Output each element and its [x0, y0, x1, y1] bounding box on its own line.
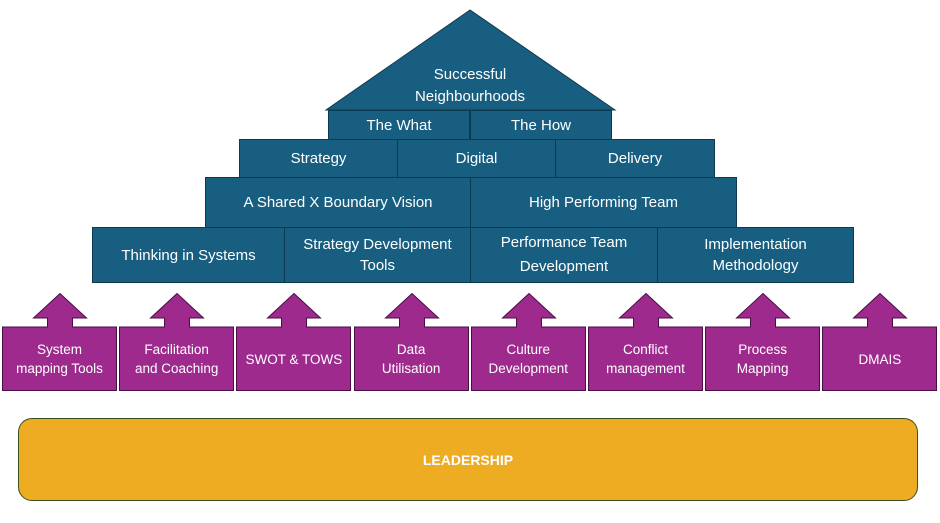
pillar-label-line2: Utilisation	[381, 361, 441, 376]
block-shared-vision: A Shared X Boundary Vision	[205, 177, 471, 228]
up-arrow-callout-icon	[705, 293, 821, 391]
up-arrow-callout-icon	[2, 293, 117, 391]
block-strategy: Strategy	[239, 139, 398, 178]
up-arrow-callout-icon	[353, 293, 469, 391]
pillar-box: System mapping Tools	[2, 293, 117, 391]
up-arrow-callout-icon	[119, 293, 235, 391]
pillar-label: DMAIS	[822, 327, 937, 391]
pillar-label-line1: Process	[738, 342, 788, 357]
block-high-performing-team: High Performing Team	[470, 177, 737, 228]
block-performance-team-development: Performance Team Development	[470, 227, 658, 283]
block-digital: Digital	[397, 139, 556, 178]
pillar-label-line2: mapping Tools	[16, 361, 103, 376]
block-label: The What	[366, 116, 432, 134]
block-label-line2: Tools	[359, 257, 396, 274]
block-label-line1: Thinking in Systems	[121, 246, 256, 264]
roof-title-line1: Successful	[433, 66, 507, 83]
pillar-label-line2: management	[606, 361, 685, 376]
pillar-label-line2: Mapping	[736, 361, 789, 376]
up-arrow-callout-icon	[470, 293, 586, 391]
pillar-box: SWOT & TOWS	[236, 293, 352, 391]
pillar-box: Facilitation and Coaching	[119, 293, 235, 391]
block-label-line2: Methodology	[712, 257, 799, 274]
pillar-label-line2: Development	[488, 361, 569, 376]
pillar-label-line1: DMAIS	[858, 351, 902, 367]
block-label: Strategy	[290, 150, 347, 167]
block-the-what: The What	[328, 110, 470, 140]
pillar-label: System mapping Tools	[2, 327, 117, 391]
block-strategy-development-tools: Strategy Development Tools	[284, 227, 471, 283]
block-label: Delivery	[607, 150, 663, 167]
block-implementation-methodology: Implementation Methodology	[657, 227, 854, 283]
block-delivery: Delivery	[555, 139, 715, 178]
block-label: Digital	[455, 150, 498, 167]
leadership-foundation: LEADERSHIP	[18, 418, 918, 501]
pillar-label: Facilitation and Coaching	[119, 327, 234, 391]
block-label-line2: Development	[519, 258, 609, 275]
pillar-label-line1: Culture	[506, 342, 551, 357]
block-label-line1: Performance Team	[500, 234, 628, 251]
pillar-label: Conflict management	[588, 327, 703, 391]
pillar-label-line1: Facilitation	[144, 342, 209, 357]
block-label-line1: Implementation	[704, 236, 807, 253]
block-label-line1: Strategy Development	[303, 236, 452, 253]
up-arrow-callout-icon	[236, 293, 352, 391]
pillar-label-line1: Data	[396, 342, 426, 357]
block-label: The How	[510, 116, 572, 134]
block-thinking-in-systems: Thinking in Systems	[92, 227, 285, 283]
up-arrow-callout-icon	[822, 293, 938, 391]
roof-title-line2: Neighbourhoods	[414, 88, 526, 105]
pillar-label-line1: SWOT & TOWS	[245, 351, 343, 367]
up-arrow-callout-icon	[588, 293, 703, 391]
leadership-label: LEADERSHIP	[422, 451, 514, 468]
block-label: High Performing Team	[529, 194, 678, 211]
pillar-label-line1: System	[36, 342, 82, 357]
pillar-box: Conflict management	[588, 293, 703, 391]
roof-title: Successful Neighbourhoods	[380, 64, 560, 108]
pillar-box: DMAIS	[822, 293, 938, 391]
block-the-how: The How	[470, 110, 612, 140]
pillar-label-line1: Conflict	[622, 342, 668, 357]
block-label: A Shared X Boundary Vision	[243, 194, 433, 211]
pillar-label: SWOT & TOWS	[236, 327, 351, 391]
pillar-label-line2: and Coaching	[135, 361, 219, 376]
